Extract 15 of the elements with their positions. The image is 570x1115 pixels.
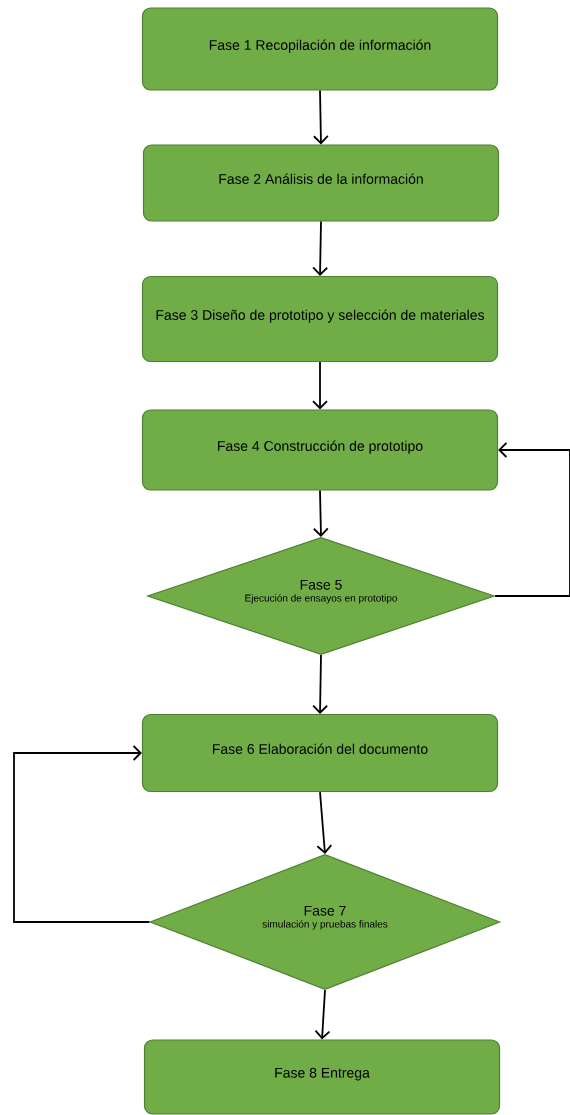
arrow: [312, 489, 329, 537]
arrow: [13, 745, 151, 923]
arrow: [312, 220, 329, 276]
process-box: Fase 1 Recopilación de información: [141, 7, 499, 91]
arrow: [316, 791, 333, 854]
arrow: [312, 654, 329, 714]
arrow: [314, 989, 331, 1040]
process-box: Fase 2 Análisis de la información: [142, 144, 500, 222]
process-box: Fase 4 Construcción de prototipo: [141, 409, 499, 491]
arrow: [312, 89, 329, 145]
arrow: [312, 361, 328, 410]
arrow: [494, 442, 570, 597]
process-box: Fase 6 Elaboración del documento: [141, 713, 499, 793]
process-box: Fase 3 Diseño de prototipo y selección de materiales: [141, 275, 499, 363]
process-box: Fase 8 Entrega: [143, 1039, 501, 1115]
